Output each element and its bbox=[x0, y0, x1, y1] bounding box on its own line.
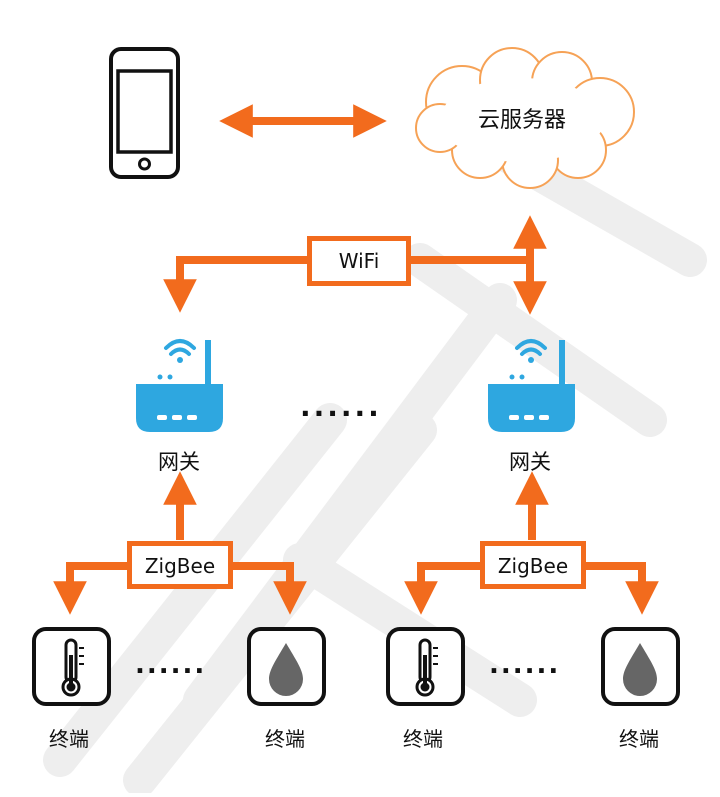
gateway-label-right: 网关 bbox=[509, 450, 551, 474]
wifi-protocol-label: WiFi bbox=[307, 236, 411, 286]
router-icon-left bbox=[136, 339, 223, 432]
terminal-label-2: 终端 bbox=[265, 727, 305, 751]
thermometer-icon bbox=[61, 638, 84, 697]
gateway-ellipsis: ...... bbox=[300, 390, 382, 423]
terminal-ellipsis-left: ...... bbox=[135, 650, 207, 680]
terminal-label-3: 终端 bbox=[403, 727, 443, 751]
smartphone-icon bbox=[109, 47, 180, 179]
gateway-label-left: 网关 bbox=[158, 450, 200, 474]
water-drop-icon bbox=[623, 643, 657, 696]
thermometer-icon bbox=[415, 638, 438, 697]
water-drop-icon bbox=[269, 643, 303, 696]
terminal-label-4: 终端 bbox=[619, 727, 659, 751]
zigbee-protocol-label-right: ZigBee bbox=[480, 541, 586, 589]
zigbee-protocol-label-left: ZigBee bbox=[127, 541, 233, 589]
terminal-ellipsis-right: ...... bbox=[489, 650, 561, 680]
terminal-label-1: 终端 bbox=[49, 727, 89, 751]
router-icon-right bbox=[488, 339, 575, 432]
cloud-server-label: 云服务器 bbox=[478, 108, 567, 133]
cloud-icon bbox=[415, 47, 635, 189]
